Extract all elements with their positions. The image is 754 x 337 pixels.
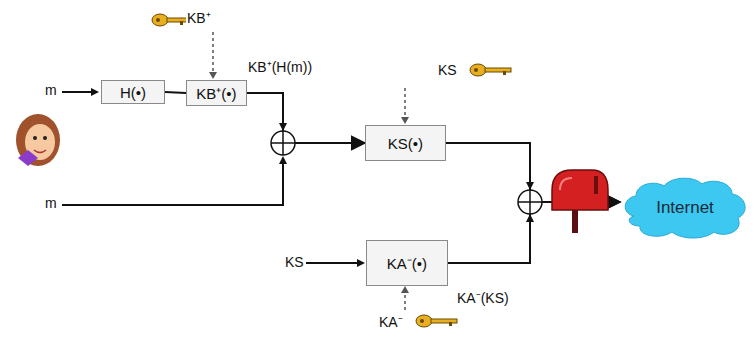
internet-cloud: Internet (620, 176, 750, 240)
input-line (62, 160, 283, 205)
key-name: KS (284, 254, 305, 270)
key-icon (416, 315, 457, 327)
concat-symbol (518, 182, 542, 222)
key-icon (152, 14, 187, 26)
message-label: m (44, 82, 58, 98)
key-icon (470, 64, 511, 76)
encrypt-box: KS(•) (365, 125, 446, 161)
mailbox-icon (552, 170, 608, 233)
hash-box: H(•) (101, 80, 165, 104)
signal-label: KB⁺(H(m)) (247, 57, 313, 76)
connector (247, 93, 365, 143)
key-name: KA⁻ (378, 312, 404, 331)
encrypt-box: KA⁻(•) (366, 240, 448, 286)
connector (165, 92, 186, 93)
key-name: KB⁺ (186, 8, 212, 27)
node-text: Internet (650, 198, 720, 218)
message-label: m (44, 195, 58, 211)
key-name: KS (437, 62, 458, 78)
node-text: KB⁺(•) (190, 83, 242, 103)
node-text: KS(•) (382, 135, 429, 152)
node-text: H(•) (114, 84, 152, 101)
input-line (306, 262, 360, 264)
node-text: KA⁻(•) (381, 253, 433, 273)
concat-symbol (271, 123, 295, 155)
alice-figure (16, 114, 60, 166)
encrypt-box: KB⁺(•) (186, 80, 247, 106)
signal-label: KA⁻(KS) (456, 288, 510, 307)
